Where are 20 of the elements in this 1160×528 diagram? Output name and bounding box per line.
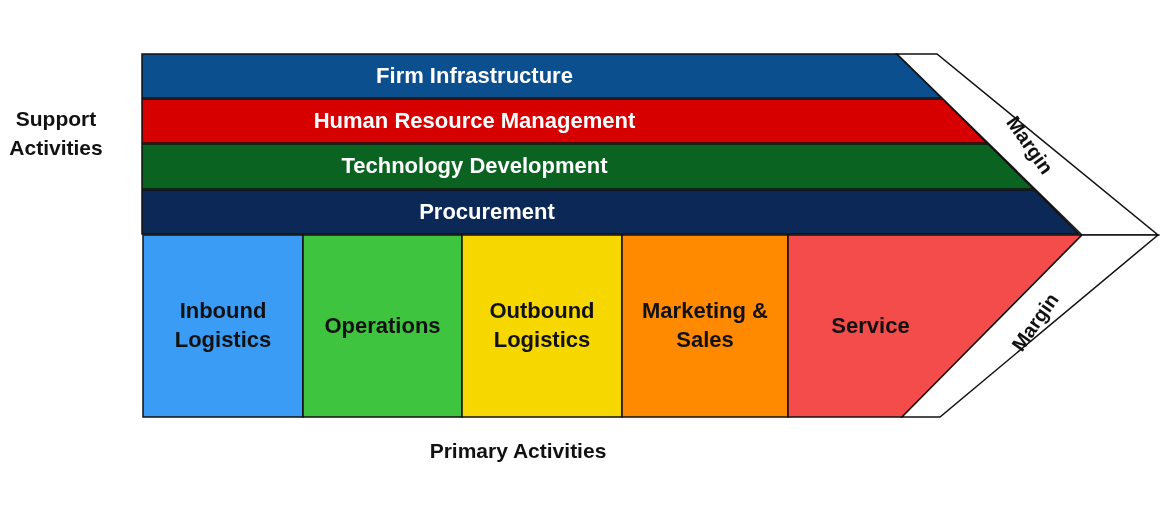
activity-label: Human Resource Management [312, 106, 637, 135]
activity-label: Technology Development [340, 152, 609, 181]
primary-activity-block [622, 235, 788, 417]
activity-label: Marketing & Sales [641, 297, 769, 354]
primary-activity-block [462, 235, 622, 417]
activity-label: Outbound Logistics [488, 297, 596, 354]
primary-activity-block [788, 235, 1082, 417]
activity-label: Firm Infrastructure [375, 61, 574, 90]
activity-label: Inbound Logistics [173, 297, 273, 354]
section-label: Support Activities [8, 106, 104, 162]
activity-label: Service [830, 311, 911, 340]
support-activity-band [142, 54, 942, 98]
primary-activity-block [303, 235, 462, 417]
activity-label: Operations [323, 311, 442, 340]
primary-activity-block [143, 235, 303, 417]
section-label: Primary Activities [428, 438, 608, 464]
activity-label: Procurement [418, 197, 556, 226]
margin-band [897, 54, 1158, 235]
support-activity-band [142, 99, 987, 143]
support-activity-band [142, 190, 1079, 234]
